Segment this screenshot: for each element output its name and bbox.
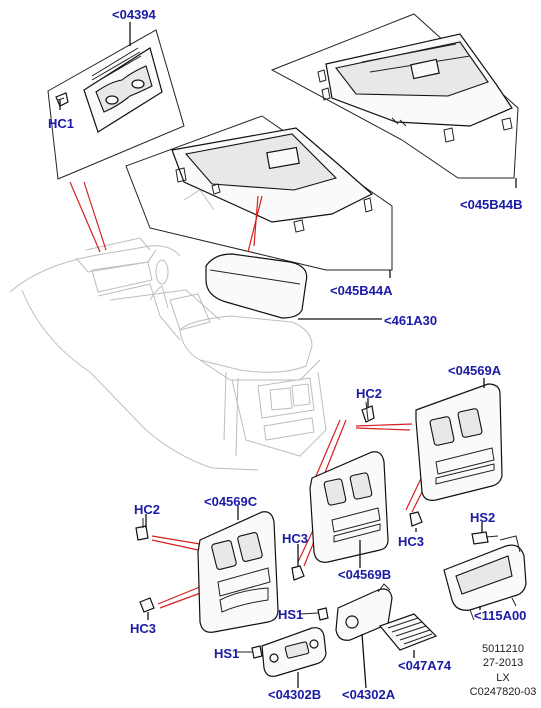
inset-frame-045b44b (270, 13, 519, 179)
callout-hs1-left[interactable]: HS1 (214, 646, 240, 661)
part-047a74-storage-mat[interactable] (378, 613, 438, 651)
reference-block: 5011210 27-2013 LX C0247820-03 (468, 642, 538, 699)
callout-461a30[interactable]: <461A30 (384, 313, 438, 328)
part-hc2-clip-right[interactable] (361, 401, 375, 423)
inset-frame-045b44a (125, 115, 393, 271)
part-hc1-clip[interactable] (55, 92, 69, 107)
reference-line-2: 27-2013 (482, 657, 524, 670)
callout-04569c[interactable]: <04569C (204, 494, 258, 509)
part-04302a-trim-bracket[interactable] (335, 583, 393, 641)
vehicle-console-ghost (9, 189, 327, 471)
part-04394-switch-panel[interactable] (83, 47, 163, 133)
callout-04302b[interactable]: <04302B (268, 687, 322, 702)
part-04302b-socket-trim[interactable] (261, 627, 327, 677)
part-461a30-armrest-pad[interactable] (205, 253, 308, 319)
callout-04569a[interactable]: <04569A (448, 363, 502, 378)
callout-04569b[interactable]: <04569B (338, 567, 392, 582)
callout-hs2[interactable]: HS2 (470, 510, 496, 525)
callout-hc3-left[interactable]: HC3 (130, 621, 157, 636)
inset-frame-04394 (47, 29, 185, 180)
callout-hc3-mid[interactable]: HC3 (282, 531, 309, 546)
part-04569a-rear-vent-panel[interactable] (415, 383, 503, 501)
reference-line-3: LX (496, 671, 510, 684)
part-04569c-rear-vent-panel[interactable] (197, 511, 279, 633)
reference-line-1: 5011210 (481, 643, 524, 655)
callout-04394[interactable]: <04394 (112, 7, 156, 22)
part-hc3-clip-right[interactable] (409, 511, 423, 527)
callout-hc3-right[interactable]: HC3 (398, 534, 425, 549)
part-hs2-screw[interactable] (471, 531, 499, 545)
part-04569b-rear-vent-panel[interactable] (309, 451, 389, 563)
part-hs1-screw-left[interactable] (236, 645, 263, 659)
reference-line-4: C0247820-03 (469, 685, 537, 698)
callout-hs1-mid[interactable]: HS1 (278, 607, 304, 622)
part-hs1-screw-mid[interactable] (299, 607, 329, 621)
callout-115a00[interactable]: <115A00 (474, 608, 527, 623)
callout-leaders (59, 22, 517, 689)
callout-hc2-right[interactable]: HC2 (356, 386, 383, 401)
part-045b44b-console-upper-panel[interactable] (317, 33, 513, 143)
part-115a00-power-module[interactable] (443, 535, 527, 621)
callout-047a74[interactable]: <047A74 (398, 658, 452, 673)
callout-045b44b[interactable]: <045B44B (460, 197, 523, 212)
part-hc3-clip-left[interactable] (139, 597, 155, 613)
callout-04302a[interactable]: <04302A (342, 687, 396, 702)
part-045b44a-console-lower-panel[interactable] (171, 127, 374, 233)
part-hc2-clip-left[interactable] (135, 518, 149, 541)
part-hc3-clip-mid[interactable] (291, 565, 305, 581)
callout-hc2-left[interactable]: HC2 (134, 502, 161, 517)
callout-hc1[interactable]: HC1 (48, 116, 75, 131)
callout-045b44a[interactable]: <045B44A (330, 283, 393, 298)
